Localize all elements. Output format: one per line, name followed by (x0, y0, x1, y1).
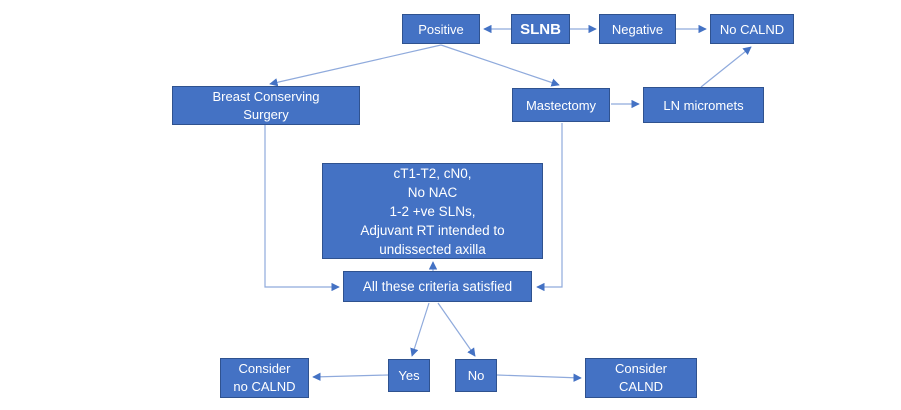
node-criteria-list: cT1-T2, cN0, No NAC 1-2 +ve SLNs, Adjuva… (322, 163, 543, 259)
connector-mastectomy-allcriteria (536, 123, 563, 292)
node-consider-calnd-label: Consider CALND (614, 361, 668, 394)
connector-positive-bcs (269, 44, 442, 87)
node-breast-conserving-surgery: Breast Conserving Surgery (172, 86, 360, 125)
connector-positive-mastectomy (440, 44, 560, 87)
node-all-criteria-satisfied: All these criteria satisfied (343, 271, 532, 302)
node-positive: Positive (402, 14, 480, 44)
node-consider-no-calnd-label: Consider no CALND (233, 361, 296, 394)
connector-bcs-allcriteria (264, 125, 340, 292)
node-ln-micromets: LN micromets (643, 87, 764, 123)
connector-allcriteria-no (437, 302, 476, 357)
node-yes: Yes (388, 359, 430, 392)
node-no-label: No (467, 368, 485, 383)
node-slnb: SLNB (511, 14, 570, 44)
node-breast-conserving-surgery-label: Breast Conserving Surgery (212, 88, 320, 122)
node-ln-micromets-label: LN micromets (663, 97, 744, 113)
connector-no-considercalnd (496, 373, 582, 382)
node-mastectomy-label: Mastectomy (525, 97, 597, 113)
node-negative: Negative (599, 14, 676, 44)
node-negative-label: Negative (611, 21, 664, 37)
node-no-calnd-label: No CALND (719, 21, 785, 37)
node-consider-no-calnd: Consider no CALND (220, 358, 309, 398)
connector-allcriteria-yes (410, 302, 430, 357)
node-mastectomy: Mastectomy (512, 88, 610, 122)
node-consider-calnd: Consider CALND (585, 358, 697, 398)
node-yes-label: Yes (398, 368, 420, 383)
node-no: No (455, 359, 497, 392)
node-positive-label: Positive (418, 21, 464, 37)
node-slnb-label: SLNB (520, 20, 561, 38)
node-no-calnd: No CALND (710, 14, 794, 44)
connector-lnmicromets-nocalnd (700, 46, 752, 88)
node-all-criteria-satisfied-label: All these criteria satisfied (362, 279, 513, 294)
connector-yes-considernocalnd (312, 372, 389, 381)
node-criteria-list-label: cT1-T2, cN0, No NAC 1-2 +ve SLNs, Adjuva… (360, 165, 505, 257)
